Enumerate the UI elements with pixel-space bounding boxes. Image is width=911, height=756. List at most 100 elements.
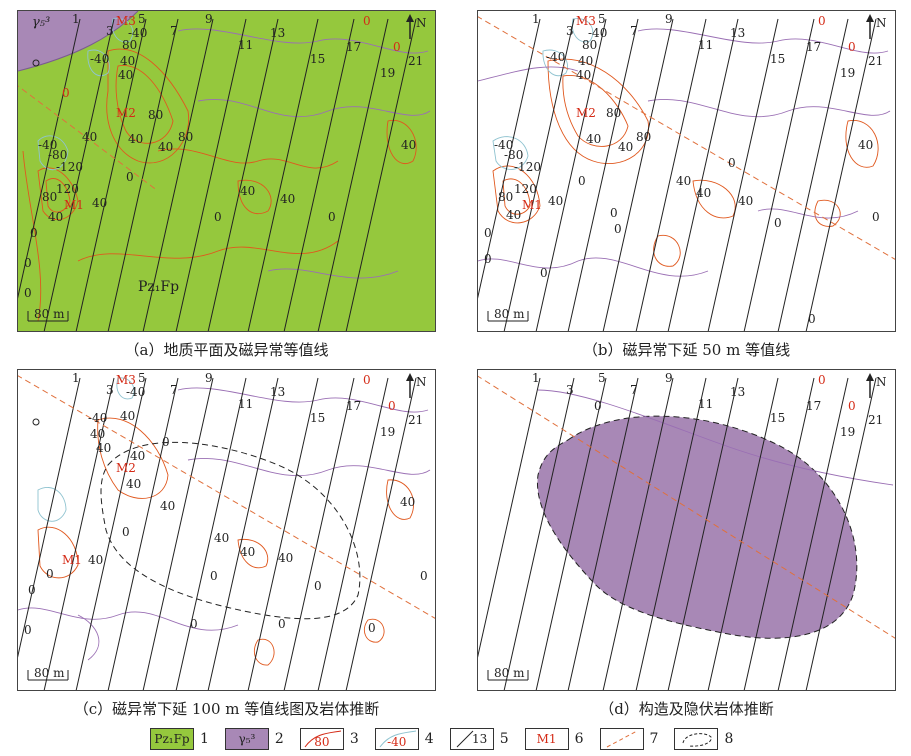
fault-line — [18, 375, 435, 619]
contour-label-red: 0 — [818, 14, 826, 28]
caption-d: （d）构造及隐伏岩体推断 — [599, 700, 774, 718]
survey-line-11 — [635, 18, 707, 331]
survey-line-17 — [743, 377, 815, 690]
contour-label: -40 — [494, 138, 514, 152]
survey-line-5 — [75, 18, 147, 331]
contour-label: 0 — [24, 286, 32, 300]
survey-line-1 — [478, 377, 541, 658]
contour-label: 0 — [368, 621, 376, 635]
contour-label: 40 — [118, 68, 134, 82]
survey-line-7 — [107, 18, 179, 331]
legend-contour-curve — [304, 730, 341, 748]
legend-num-3: 3 — [349, 731, 359, 747]
survey-line-7 — [107, 377, 179, 690]
survey-line-3 — [503, 18, 575, 331]
contour-label: 40 — [738, 194, 754, 208]
contour-label: 0 — [190, 617, 198, 631]
contour-label-red: 0 — [363, 373, 371, 387]
contour-label: 0 — [30, 226, 38, 240]
survey-line-label-15: 15 — [770, 52, 786, 66]
survey-line-label-3: 3 — [106, 383, 114, 397]
survey-line-label-1: 1 — [72, 12, 80, 26]
positive-contours — [492, 58, 879, 267]
contour-label: 40 — [506, 208, 522, 222]
contour-label: 0 — [24, 256, 32, 270]
contour-label: -80 — [504, 148, 524, 162]
survey-line-13 — [207, 377, 279, 690]
survey-line-label-13: 13 — [270, 26, 286, 40]
survey-line-label-7: 7 — [630, 383, 638, 397]
contour-label: 0 — [314, 579, 322, 593]
survey-line-label-13: 13 — [730, 26, 746, 40]
caption-a: （a）地质平面及磁异常等值线 — [124, 341, 329, 359]
panel-a-svg — [18, 11, 435, 331]
zero-contours — [478, 28, 891, 277]
survey-line-1 — [478, 18, 541, 299]
contour-label: -80 — [48, 148, 68, 162]
contour-label: -40 — [126, 385, 146, 399]
survey-line-label-17: 17 — [346, 399, 362, 413]
inferred-intrusion-boundary — [100, 441, 361, 620]
contour-label: 0 — [540, 266, 548, 280]
legend-survey-line-symbol: 13 — [472, 732, 488, 746]
survey-line-11 — [175, 377, 247, 690]
legend-num-2: 2 — [274, 731, 284, 747]
legend-fault-swatch — [599, 728, 644, 750]
survey-line-9 — [142, 377, 214, 690]
contour-label: 40 — [128, 132, 144, 146]
panel-a-geology-map: N γ₅³ Pz₁Fp 80 m M3 M2 M1 -40 80 40 40 -… — [17, 10, 436, 332]
anomaly-m1: M1 — [62, 553, 82, 567]
legend-anomaly-symbol: M1 — [536, 732, 557, 746]
survey-line-label-5: 5 — [598, 371, 606, 385]
survey-line-label-17: 17 — [346, 40, 362, 54]
survey-line-label-19: 19 — [840, 425, 856, 439]
survey-line-17 — [283, 377, 355, 690]
contour-label: 0 — [614, 222, 622, 236]
panel-d-svg — [478, 373, 895, 690]
caption-b: （b）磁异常下延 50 m 等值线 — [582, 341, 791, 359]
granite-label: γ₅³ — [32, 15, 51, 30]
survey-line-19 — [317, 18, 389, 331]
survey-line-15 — [707, 18, 779, 331]
anomaly-m1: M1 — [64, 198, 84, 212]
survey-line-5 — [535, 18, 607, 331]
contour-label: 80 — [498, 190, 514, 204]
contour-label: 40 — [578, 54, 594, 68]
legend-num-7: 7 — [649, 731, 659, 747]
contour-label: 40 — [90, 427, 106, 441]
legend-anomaly-swatch: M1 — [524, 728, 569, 750]
contour-label: 40 — [130, 449, 146, 463]
survey-line-label-1: 1 — [532, 12, 540, 26]
contour-label: 0 — [578, 174, 586, 188]
contour-label: 40 — [696, 186, 712, 200]
fault-line — [478, 375, 895, 639]
survey-line-label-13: 13 — [730, 385, 746, 399]
contour-label: 40 — [240, 184, 256, 198]
survey-line-5 — [535, 377, 607, 690]
panel-b-svg — [478, 14, 895, 331]
survey-line-15 — [707, 377, 779, 690]
survey-line-label-11: 11 — [698, 397, 714, 411]
contour-label: 120 — [514, 182, 537, 196]
survey-line-11 — [635, 377, 707, 690]
caption-c: （c）磁异常下延 100 m 等值线图及岩体推断 — [73, 700, 380, 718]
contour-label: 80 — [122, 38, 138, 52]
survey-line-label-3: 3 — [566, 383, 574, 397]
survey-line-label-11: 11 — [238, 38, 254, 52]
zero-contours — [177, 28, 431, 279]
contour-label: 80 — [148, 108, 164, 122]
legend-formation-swatch: Pz₁Fp — [150, 728, 194, 750]
survey-line-label-17: 17 — [806, 399, 822, 413]
survey-line-label-5: 5 — [598, 12, 606, 26]
survey-line-label-3: 3 — [566, 24, 574, 38]
survey-line-3 — [503, 377, 575, 690]
legend-num-6: 6 — [574, 731, 584, 747]
contour-label: 0 — [728, 156, 736, 170]
contour-label: 40 — [576, 68, 592, 82]
anomaly-m3: M3 — [116, 14, 136, 28]
survey-line-label-9: 9 — [665, 12, 673, 26]
scale-label: 80 m — [494, 666, 525, 680]
legend-boundary-swatch — [674, 728, 719, 750]
survey-lines — [18, 18, 417, 331]
legend-negative-contour-symbol: -40 — [387, 735, 407, 749]
